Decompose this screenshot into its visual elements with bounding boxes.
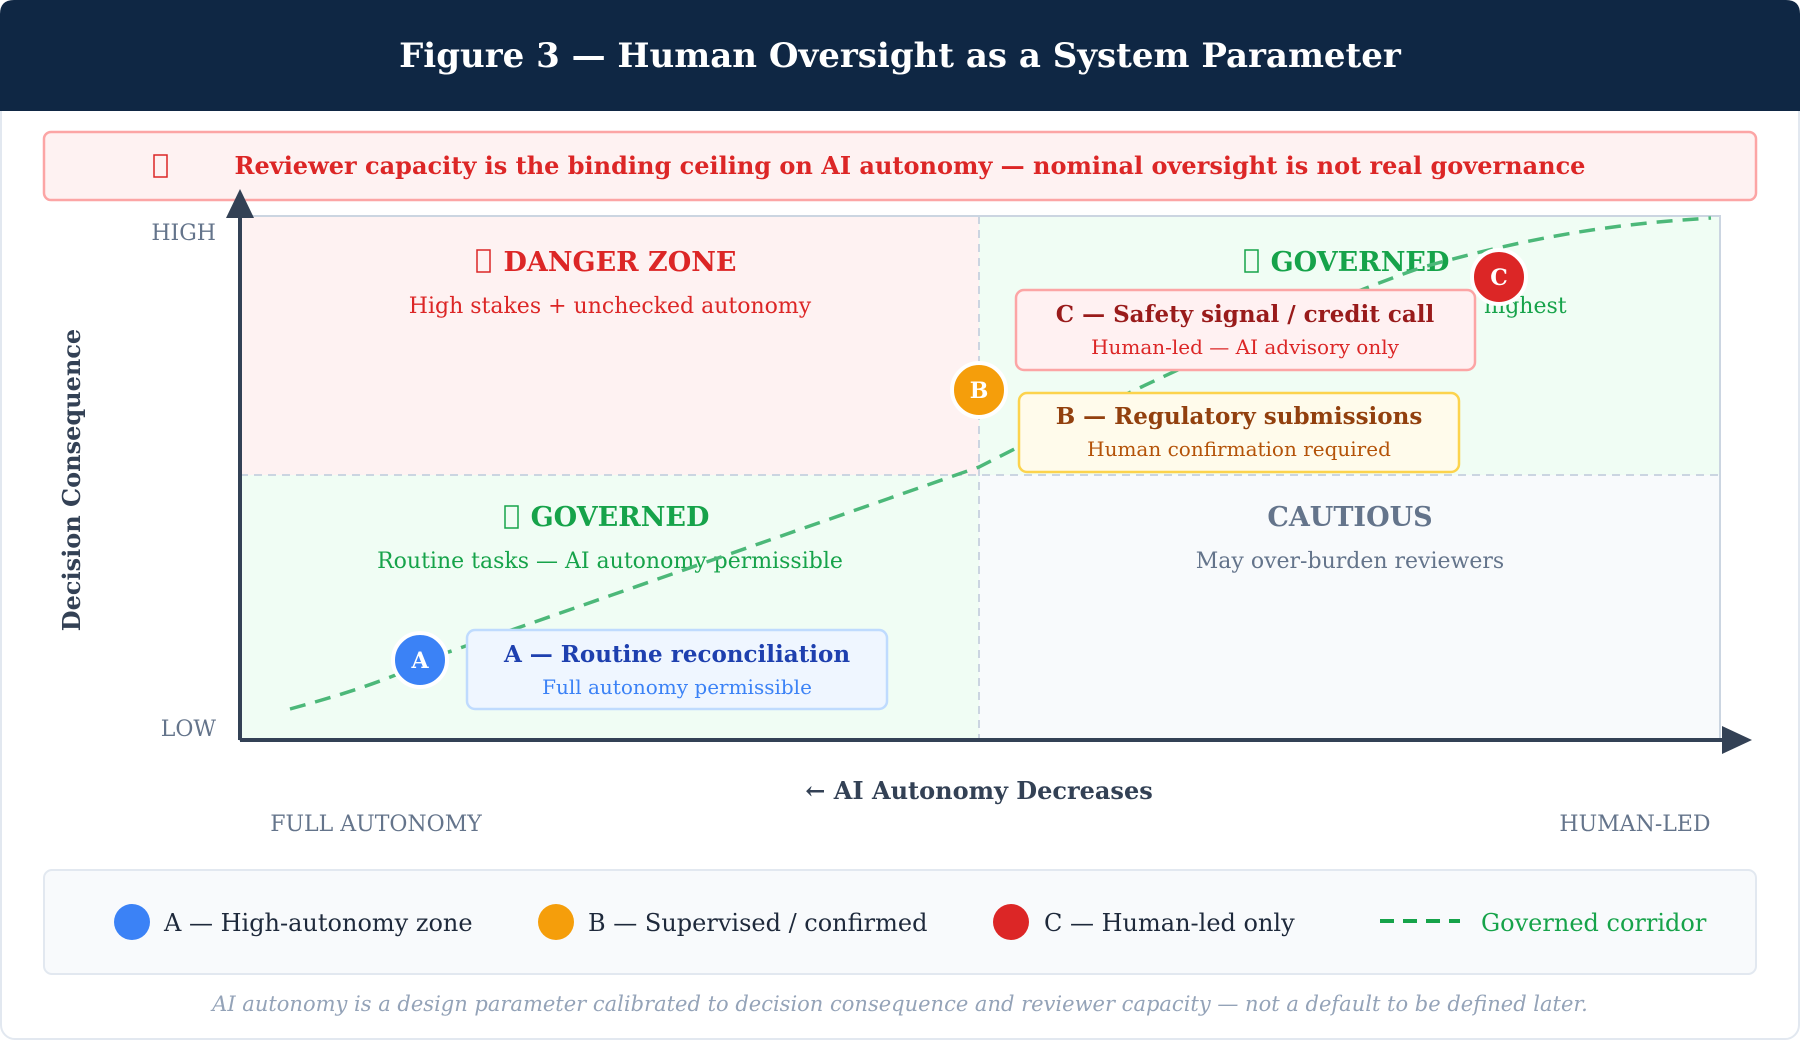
quadrant-danger: [240, 216, 979, 475]
point-b-title: B — Regulatory submissions: [1056, 403, 1423, 430]
warning-icon: [153, 154, 168, 178]
point-b-callout: [1017, 391, 1461, 474]
point-c-subtitle: Human-led — AI advisory only: [1091, 335, 1400, 359]
legend-corridor-label: Governed corridor: [1481, 909, 1707, 937]
point-a-label: A: [410, 648, 429, 674]
point-c-label: C: [1490, 265, 1508, 291]
legend-c-swatch: [993, 904, 1029, 940]
governed-bottom-title: GOVERNED: [531, 502, 710, 533]
point-a-callout: [465, 628, 889, 711]
y-axis-title: Decision Consequence: [57, 329, 86, 631]
figure-title: Figure 3 — Human Oversight as a System P…: [399, 36, 1402, 76]
point-a-marker[interactable]: [391, 631, 449, 689]
point-a-subtitle: Full autonomy permissible: [542, 675, 812, 699]
legend-a-swatch: [114, 904, 150, 940]
point-b-label: B: [970, 378, 989, 404]
cautious-title: CAUTIOUS: [1267, 502, 1432, 533]
header-bar: [0, 0, 1800, 111]
y-high-label: HIGH: [151, 221, 216, 246]
point-c[interactable]: C — Safety signal / credit call Human-le…: [1014, 248, 1528, 372]
x-right-label: HUMAN-LED: [1559, 812, 1710, 837]
legend-c-label: C — Human-led only: [1044, 909, 1295, 937]
check-icon: [1244, 249, 1259, 273]
legend-b-swatch: [538, 904, 574, 940]
banner-text: Reviewer capacity is the binding ceiling…: [235, 151, 1586, 180]
point-a[interactable]: A — Routine reconciliation Full autonomy…: [391, 628, 889, 711]
warning-banner: [42, 130, 1758, 202]
x-axis-title: ← AI Autonomy Decreases: [805, 776, 1152, 805]
point-c-title: C — Safety signal / credit call: [1056, 301, 1435, 328]
x-left-label: FULL AUTONOMY: [270, 812, 482, 837]
point-a-title: A — Routine reconciliation: [503, 641, 850, 668]
governed-top-title: GOVERNED: [1271, 247, 1450, 278]
cautious-subtitle: May over-burden reviewers: [1196, 549, 1504, 574]
legend-b-label: B — Supervised / confirmed: [588, 909, 927, 937]
point-b-subtitle: Human confirmation required: [1087, 437, 1391, 461]
point-c-callout: [1014, 288, 1477, 372]
governed-bottom-subtitle: Routine tasks — AI autonomy permissible: [377, 549, 843, 574]
check-icon: [504, 505, 519, 529]
footnote: AI autonomy is a design parameter calibr…: [210, 992, 1588, 1016]
legend: [43, 869, 1757, 975]
x-axis-arrow: [1722, 726, 1752, 754]
y-low-label: LOW: [161, 717, 217, 742]
point-c-marker[interactable]: [1470, 248, 1528, 306]
point-b-marker[interactable]: [950, 361, 1008, 419]
danger-zone-subtitle: High stakes + unchecked autonomy: [409, 294, 812, 319]
y-axis-arrow: [226, 189, 254, 218]
legend-a-label: A — High-autonomy zone: [163, 909, 473, 937]
point-b[interactable]: B — Regulatory submissions Human confirm…: [950, 361, 1461, 474]
danger-zone-title: DANGER ZONE: [503, 247, 736, 278]
quadrant-cautious: [979, 475, 1720, 740]
warning-icon: [476, 249, 491, 273]
